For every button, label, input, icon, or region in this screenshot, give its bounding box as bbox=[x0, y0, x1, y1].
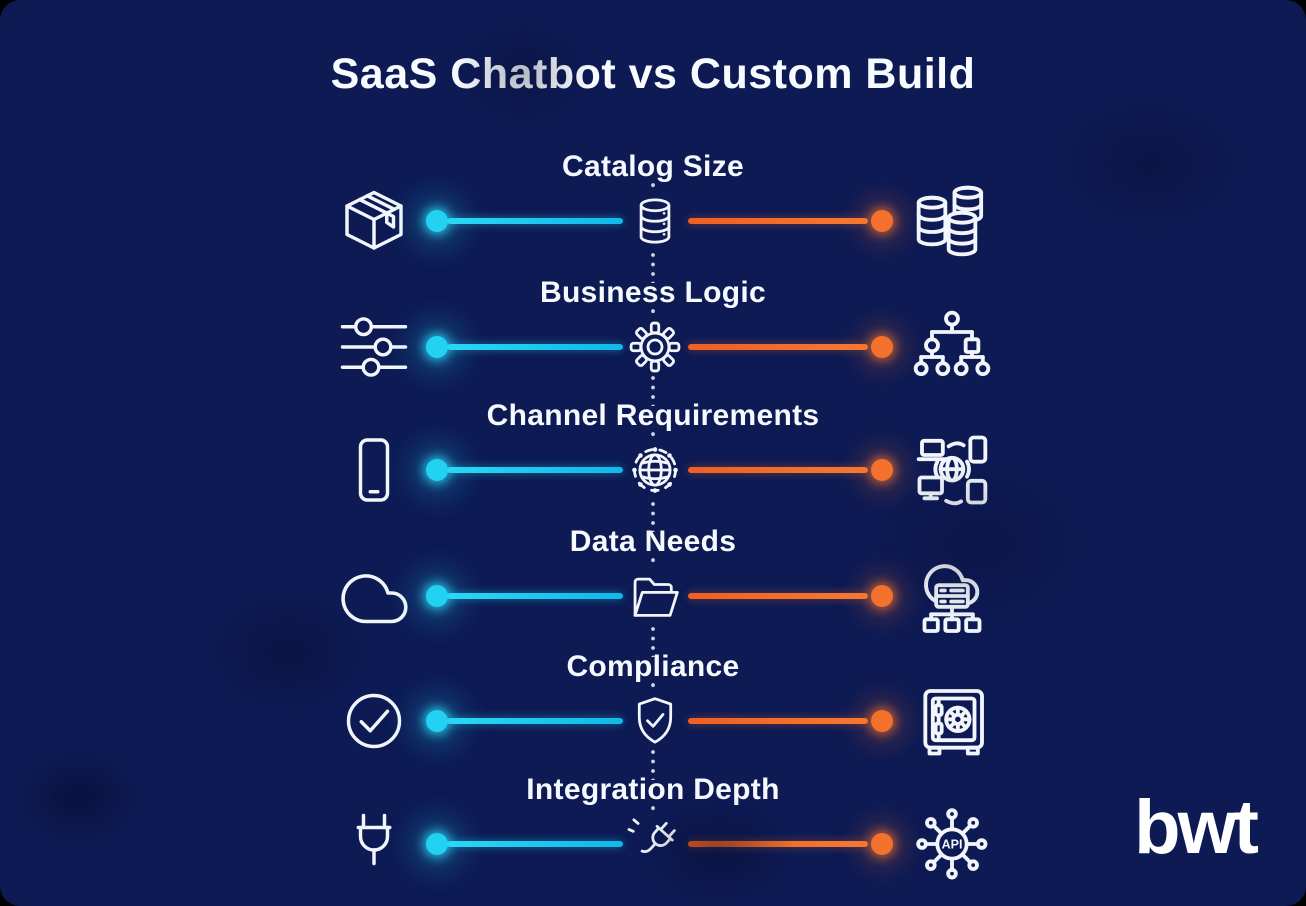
connector-plug-icon bbox=[626, 815, 684, 873]
vault-icon bbox=[912, 681, 992, 761]
svg-text:API: API bbox=[942, 838, 963, 852]
shield-check-icon bbox=[626, 692, 684, 750]
cloud-icon bbox=[338, 560, 410, 632]
custom-line bbox=[688, 593, 868, 599]
saas-line bbox=[447, 593, 623, 599]
dotted-connector bbox=[651, 432, 655, 442]
dotted-connector bbox=[651, 183, 655, 193]
custom-dot bbox=[871, 585, 893, 607]
package-box-icon bbox=[338, 185, 410, 257]
check-circle-icon bbox=[338, 685, 410, 757]
api-hub-icon: API bbox=[912, 804, 992, 884]
custom-dot bbox=[871, 210, 893, 232]
saas-dot bbox=[426, 833, 448, 855]
custom-line bbox=[688, 218, 868, 224]
open-folder-icon bbox=[626, 567, 684, 625]
dotted-connector bbox=[651, 253, 655, 283]
saas-line bbox=[447, 841, 623, 847]
custom-line bbox=[688, 841, 868, 847]
dotted-connector bbox=[651, 376, 655, 406]
network-globe-icon bbox=[626, 441, 684, 499]
custom-line bbox=[688, 344, 868, 350]
custom-dot bbox=[871, 833, 893, 855]
devices-network-icon bbox=[912, 430, 992, 510]
custom-line bbox=[688, 467, 868, 473]
saas-dot bbox=[426, 585, 448, 607]
saas-dot bbox=[426, 459, 448, 481]
saas-line bbox=[447, 467, 623, 473]
custom-dot bbox=[871, 459, 893, 481]
dotted-connector bbox=[651, 558, 655, 568]
page-title: SaaS Chatbot vs Custom Build bbox=[330, 50, 976, 98]
smartphone-icon bbox=[338, 434, 410, 506]
row-label: Compliance bbox=[566, 650, 740, 683]
custom-dot bbox=[871, 710, 893, 732]
database-cluster-icon bbox=[912, 181, 992, 261]
custom-line bbox=[688, 718, 868, 724]
row-label: Catalog Size bbox=[562, 150, 744, 183]
dotted-connector bbox=[651, 627, 655, 657]
dotted-connector bbox=[651, 502, 655, 532]
saas-line bbox=[447, 718, 623, 724]
cloud-server-icon bbox=[912, 556, 992, 636]
saas-line bbox=[447, 344, 623, 350]
saas-line bbox=[447, 218, 623, 224]
database-icon bbox=[626, 192, 684, 250]
plug-icon bbox=[338, 808, 410, 880]
row-label: Integration Depth bbox=[526, 773, 780, 806]
saas-dot bbox=[426, 336, 448, 358]
saas-dot bbox=[426, 210, 448, 232]
saas-dot bbox=[426, 710, 448, 732]
custom-dot bbox=[871, 336, 893, 358]
row-label: Data Needs bbox=[569, 525, 737, 558]
bwt-logo: bwt bbox=[1134, 785, 1259, 870]
sliders-icon bbox=[338, 311, 410, 383]
row-label: Channel Requirements bbox=[486, 399, 820, 432]
hierarchy-icon bbox=[912, 307, 992, 387]
dotted-connector bbox=[651, 806, 655, 816]
dotted-connector bbox=[651, 750, 655, 780]
gear-icon bbox=[626, 318, 684, 376]
dotted-connector bbox=[651, 683, 655, 693]
row-label: Business Logic bbox=[540, 276, 766, 309]
dotted-connector bbox=[651, 309, 655, 319]
